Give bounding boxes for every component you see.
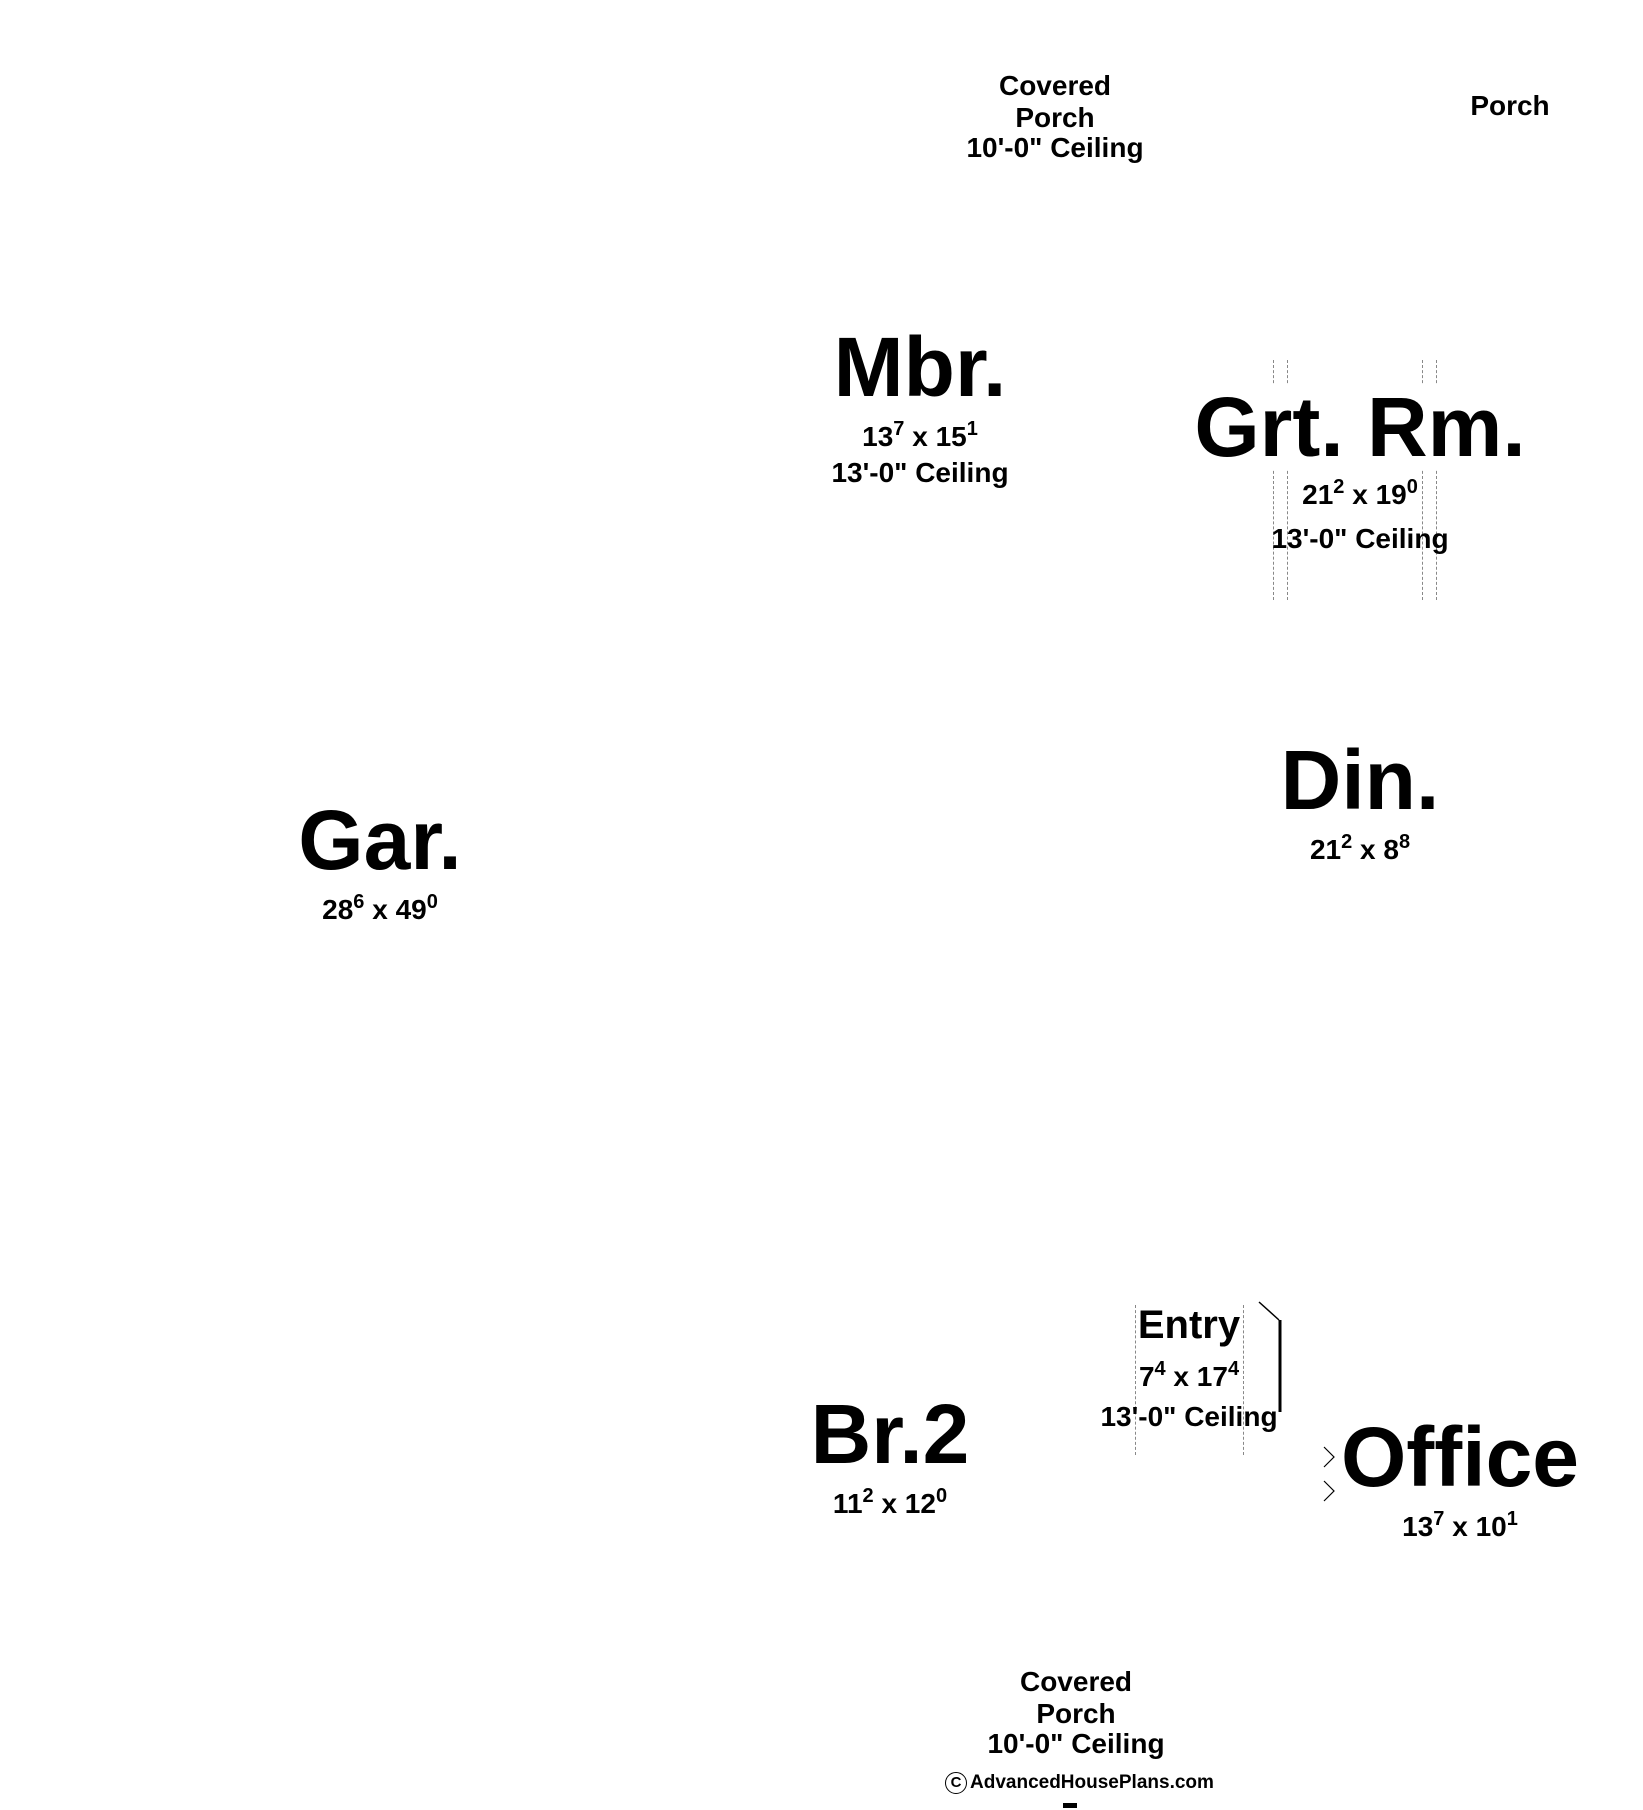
grt-rm-dashed-line-2 bbox=[1287, 360, 1288, 600]
mbr-name: Mbr. bbox=[833, 320, 1007, 414]
br2-name: Br.2 bbox=[810, 1387, 970, 1481]
covered-porch-top-line1: Covered bbox=[998, 70, 1112, 101]
gar-label: Gar. 286 x 490 bbox=[270, 798, 490, 924]
office-label: Office 137 x 101 bbox=[1315, 1415, 1605, 1541]
grt-rm-dashed-line-3 bbox=[1422, 360, 1423, 600]
gar-dimensions: 286 x 490 bbox=[322, 891, 438, 925]
covered-porch-top-line2: Porch bbox=[1015, 102, 1095, 133]
porch-name: Porch bbox=[1470, 90, 1550, 121]
grt-rm-dashed-line-1 bbox=[1273, 360, 1274, 600]
office-name: Office bbox=[1340, 1410, 1580, 1504]
br2-dimensions: 112 x 120 bbox=[832, 1485, 948, 1519]
grt-rm-ceiling: 13'-0" Ceiling bbox=[1271, 523, 1449, 554]
din-name: Din. bbox=[1280, 733, 1440, 827]
copyright-symbol-icon: C bbox=[945, 1772, 967, 1794]
grt-rm-name: Grt. Rm. bbox=[1170, 385, 1550, 469]
grt-rm-dashed-line-4 bbox=[1436, 360, 1437, 600]
covered-porch-bottom-line2: Porch bbox=[1036, 1698, 1116, 1729]
office-window-marks bbox=[1323, 1446, 1335, 1502]
covered-porch-top-label: Covered Porch 10'-0" Ceiling bbox=[945, 72, 1165, 162]
mbr-label: Mbr. 137 x 151 13'-0" Ceiling bbox=[810, 325, 1030, 487]
din-dimensions: 212 x 88 bbox=[1309, 831, 1411, 865]
entry-dashed-line-left bbox=[1135, 1305, 1136, 1455]
din-label: Din. 212 x 88 bbox=[1250, 738, 1470, 864]
bottom-mark bbox=[1063, 1803, 1077, 1808]
entry-label: Entry 74 x 174 13'-0" Ceiling bbox=[1089, 1305, 1289, 1431]
entry-ceiling: 13'-0" Ceiling bbox=[1100, 1401, 1278, 1432]
mbr-dimensions: 137 x 151 bbox=[862, 418, 978, 452]
grt-rm-dimensions: 212 x 190 bbox=[1302, 476, 1418, 510]
covered-porch-bottom-ceiling: 10'-0" Ceiling bbox=[987, 1728, 1165, 1759]
covered-porch-bottom-line1: Covered bbox=[1019, 1666, 1133, 1697]
grt-rm-label: Grt. Rm. 212 x 190 13'-0" Ceiling bbox=[1170, 385, 1550, 553]
entry-name: Entry bbox=[1137, 1303, 1241, 1347]
mbr-ceiling: 13'-0" Ceiling bbox=[831, 457, 1009, 488]
covered-porch-top-ceiling: 10'-0" Ceiling bbox=[966, 132, 1144, 163]
office-dimensions: 137 x 101 bbox=[1402, 1508, 1518, 1542]
covered-porch-bottom-label: Covered Porch 10'-0" Ceiling bbox=[966, 1668, 1186, 1758]
entry-dimensions: 74 x 174 bbox=[1138, 1358, 1240, 1392]
gar-name: Gar. bbox=[298, 793, 462, 887]
porch-label: Porch bbox=[1440, 92, 1580, 120]
br2-label: Br.2 112 x 120 bbox=[780, 1392, 1000, 1518]
entry-dashed-line-right bbox=[1243, 1305, 1244, 1455]
copyright-text: AdvancedHousePlans.com bbox=[970, 1772, 1214, 1794]
entry-door-swing bbox=[1258, 1301, 1282, 1412]
